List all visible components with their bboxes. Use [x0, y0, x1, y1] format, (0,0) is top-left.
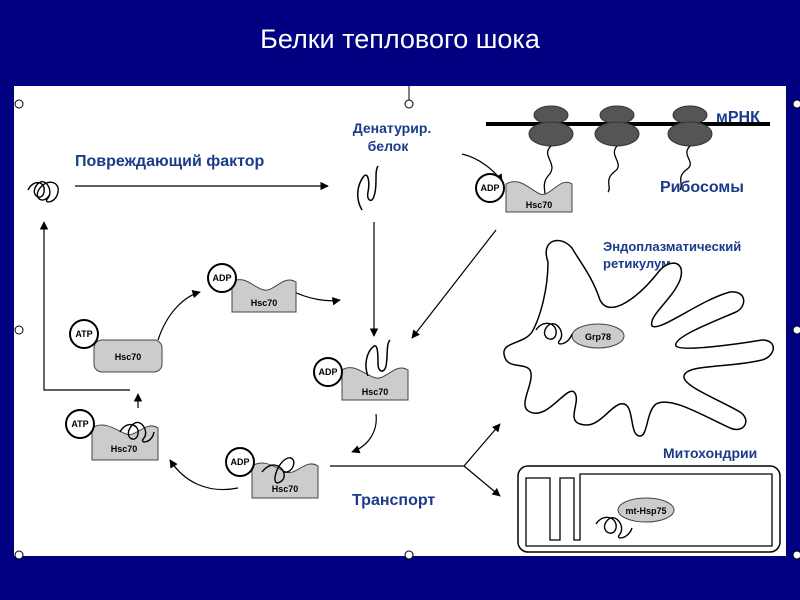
endoplasmic-reticulum: Grp78 [503, 239, 774, 437]
hsc70-ribosome-text: Hsc70 [526, 200, 553, 210]
transport-label: Транспорт [352, 492, 435, 509]
damaging-factor-label: Повреждающий фактор [75, 153, 265, 170]
ribosomes-label: Рибосомы [660, 179, 744, 196]
hsc70-adp-top-text: Hsc70 [251, 298, 278, 308]
hsc70-adp-center-text: Hsc70 [362, 387, 389, 397]
hsc70-atp-left-text: Hsc70 [115, 352, 142, 362]
denatured-protein-label-1: Денатурир. [353, 120, 432, 136]
adp-bottom-text: ADP [230, 457, 249, 467]
grp78-text: Grp78 [585, 332, 611, 342]
adp-center-text: ADP [318, 367, 337, 377]
hsc70-atp-left: Hsc70 ATP [69, 319, 163, 373]
hsc70-atp-bottom-text: Hsc70 [111, 444, 138, 454]
mrna-ribosomes [486, 105, 770, 201]
hsc70-adp-center: Hsc70 ADP [313, 339, 409, 401]
er-label-2: ретикулум [603, 256, 671, 271]
adp-ribosome-text: ADP [480, 183, 499, 193]
damaged-protein-tangle [27, 181, 59, 203]
hsc70-atp-bottom: Hsc70 ATP [65, 409, 159, 461]
slide-title: Белки теплового шока [260, 24, 540, 54]
atp-bottom-text: ATP [71, 419, 88, 429]
atp-left-text: ATP [75, 329, 92, 339]
mitochondria: mt-Hsp75 [517, 465, 781, 553]
er-label-1: Эндоплазматический [603, 239, 741, 254]
hsc70-ribosome: Hsc70 ADP [475, 173, 573, 213]
mrna-label: мРНК [716, 109, 760, 126]
adp-top-text: ADP [212, 273, 231, 283]
hsc70-adp-top: Hsc70 ADP [207, 263, 297, 313]
mitochondria-label: Митохондрии [663, 445, 757, 461]
mt-hsp75-text: mt-Hsp75 [625, 506, 666, 516]
denatured-protein-label-2: белок [368, 138, 410, 154]
slide-handles [14, 99, 800, 560]
hsc70-adp-bottom: Hsc70 ADP [225, 447, 319, 499]
denatured-protein-zigzag [357, 165, 379, 211]
hsc70-adp-bottom-text: Hsc70 [272, 484, 299, 494]
